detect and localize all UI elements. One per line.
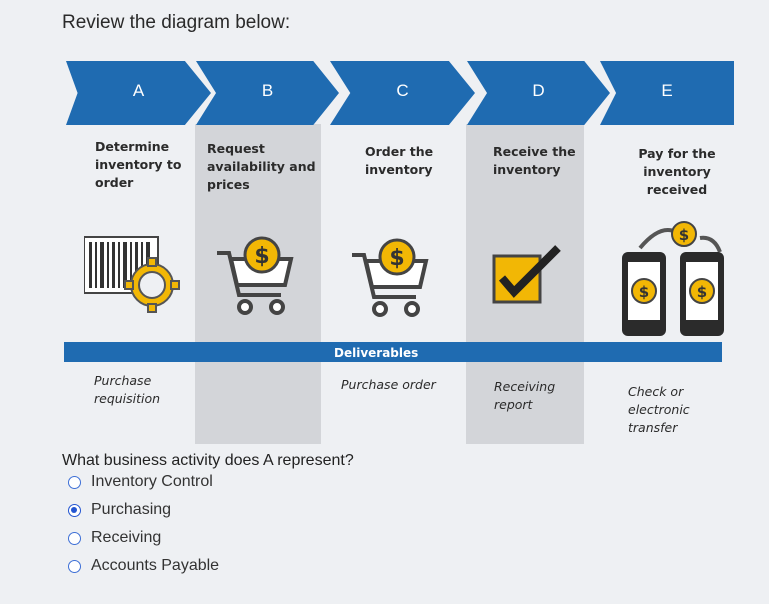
svg-text:$: $ — [254, 244, 269, 269]
chevron-b: B — [196, 61, 339, 125]
svg-text:$: $ — [697, 283, 707, 301]
svg-text:$: $ — [679, 226, 689, 244]
shopping-cart-dollar-icon: $ — [352, 238, 429, 317]
barcode-gear-icon — [84, 236, 180, 313]
option-receiving[interactable]: Receiving — [68, 524, 219, 552]
chevron-b-letter: B — [261, 81, 274, 100]
radio-icon[interactable] — [68, 559, 81, 573]
step-c-text: Order the inventory — [365, 144, 434, 177]
option-inventory-control[interactable]: Inventory Control — [68, 468, 219, 496]
option-label: Accounts Payable — [91, 557, 220, 574]
step-b-text: Request availability and prices — [207, 141, 316, 192]
shopping-cart-dollar-icon: $ — [217, 236, 294, 315]
deliverables-label: Deliverables — [334, 346, 419, 360]
step-e-text: Pay for the inventory received — [638, 146, 716, 197]
answer-options: Inventory Control Purchasing Receiving A… — [68, 468, 219, 580]
svg-text:$: $ — [389, 246, 404, 271]
deliverables-band — [64, 342, 722, 362]
chevron-c: C — [330, 61, 475, 125]
question-text: What business activity does A represent? — [62, 452, 354, 469]
option-label: Receiving — [91, 529, 162, 546]
chevron-c-letter: C — [396, 81, 409, 100]
option-purchasing[interactable]: Purchasing — [68, 496, 219, 524]
radio-icon[interactable] — [68, 475, 81, 489]
prompt-text: Review the diagram below: — [62, 12, 291, 33]
option-label: Inventory Control — [91, 473, 213, 490]
chevron-e: E — [600, 61, 734, 125]
chevron-a: A — [66, 61, 211, 125]
option-accounts-payable[interactable]: Accounts Payable — [68, 552, 219, 580]
chevron-d-letter: D — [532, 81, 545, 100]
svg-text:$: $ — [639, 283, 649, 301]
deliverable-d: Receiving report — [494, 379, 556, 412]
chevron-e-letter: E — [661, 81, 673, 100]
radio-icon[interactable] — [68, 531, 81, 545]
chevron-d: D — [467, 61, 610, 125]
deliverable-c: Purchase order — [341, 377, 436, 392]
step-d-text: Receive the inventory — [493, 144, 576, 177]
deliverable-e: Check or electronic transfer — [628, 384, 690, 435]
option-label: Purchasing — [91, 501, 172, 518]
radio-selected-icon[interactable] — [68, 503, 81, 517]
deliverable-a: Purchase requisition — [94, 373, 161, 406]
checkbox-icon — [492, 245, 561, 304]
phone-transfer-icon: $ $ $ — [622, 221, 724, 336]
chevron-a-letter: A — [132, 81, 145, 100]
step-a-text: Determine inventory to order — [95, 139, 182, 190]
